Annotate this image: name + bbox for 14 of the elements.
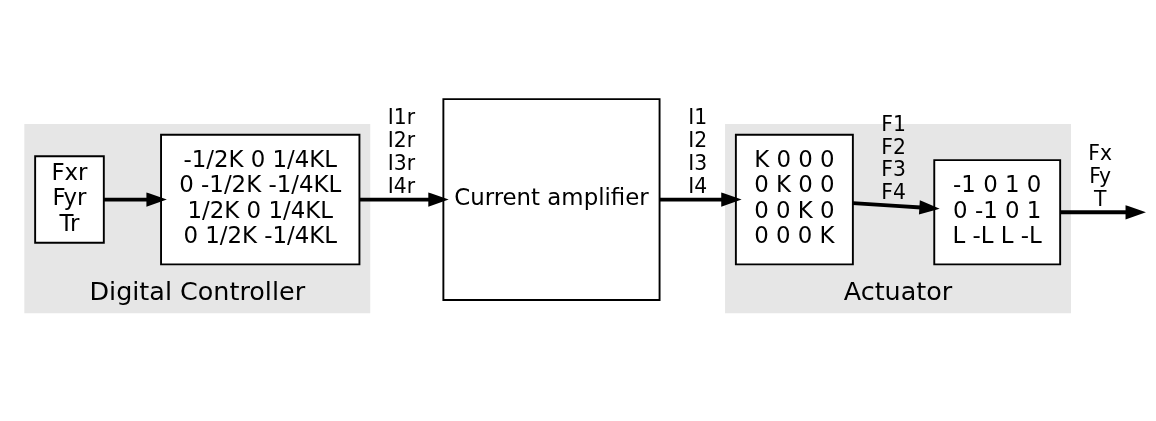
node-box: -1/2K 0 1/4KL 0 -1/2K -1/4KL 1/2K 0 1/4KL 0 1/2K -1/4KL	[160, 133, 361, 265]
arrow	[1060, 204, 1146, 219]
node-box: -1 0 1 0 0 -1 0 1 L -L L -L	[933, 158, 1062, 265]
arrow	[852, 199, 940, 215]
edge-label: I1 I2 I3 I4	[688, 104, 708, 198]
edge-label: Fx Fy T	[1088, 140, 1113, 211]
node-box: Fxr Fyr Tr	[34, 154, 105, 244]
node-box: Current amplifier	[442, 97, 661, 301]
node-box: K 0 0 0 0 K 0 0 0 0 K 0 0 0 0 K	[734, 133, 854, 265]
arrow	[659, 191, 742, 207]
arrow	[359, 191, 449, 207]
arrow	[103, 191, 167, 207]
edge-label: I1r I2r I3r I4r	[387, 104, 416, 198]
edge-label: F1 F2 F3 F4	[881, 111, 906, 204]
